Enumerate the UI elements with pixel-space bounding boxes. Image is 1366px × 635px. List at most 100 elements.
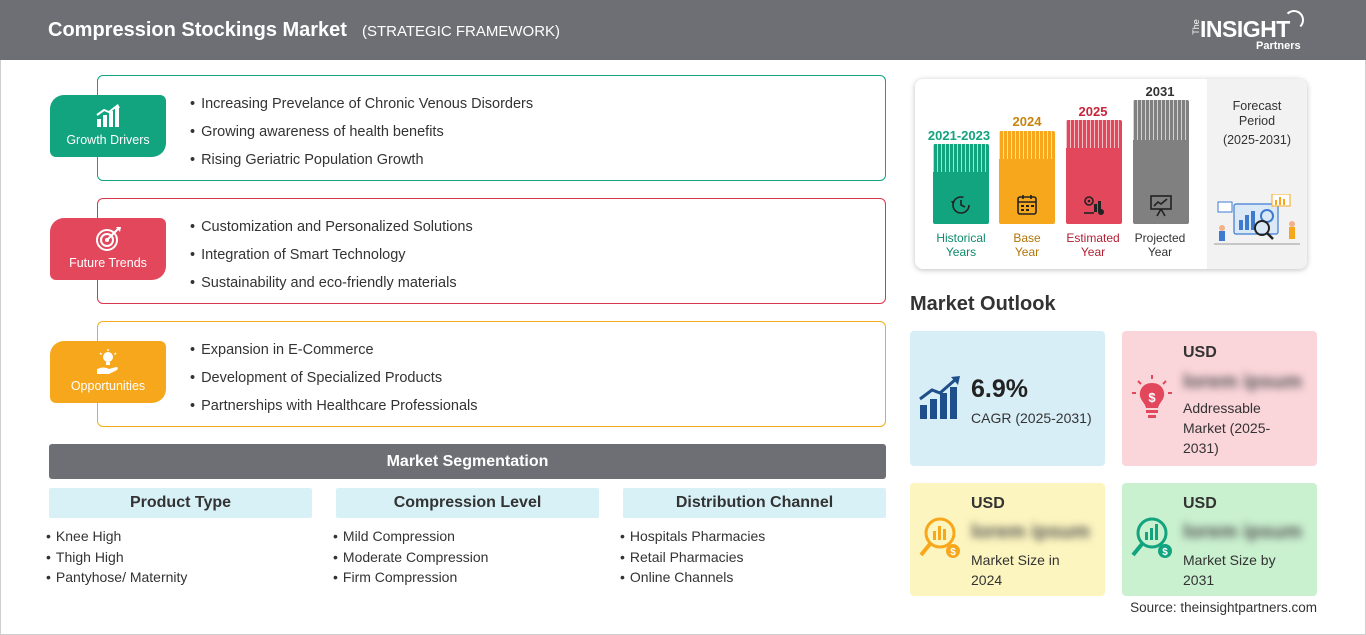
timeline-year-estimated: 2025 [1078, 104, 1108, 119]
timeline-label-estimated: Estimated Year [1053, 231, 1133, 259]
addressable-market-value-blurred: lorem ipsum [1183, 371, 1302, 393]
label-line: 2031 [1183, 572, 1215, 588]
addressable-market-currency: USD [1183, 344, 1217, 361]
segment-title: Distribution Channel [623, 488, 886, 518]
bar-chart-growth-icon [96, 104, 120, 127]
forecast-period-range: (2025-2031) [1222, 133, 1292, 147]
label-line: Market (2025- [1183, 420, 1271, 436]
addressable-market-label: Addressable Market (2025- 2031) [1183, 398, 1270, 458]
analytics-dashboard-illustration-icon [1214, 194, 1300, 245]
list-item: Thigh High [46, 547, 312, 568]
label-line: Estimated [1066, 231, 1120, 245]
timeline-label-base: Base Year [987, 231, 1067, 259]
cagr-value: 6.9% [971, 375, 1028, 403]
opportunities-label: Opportunities [70, 379, 146, 393]
bar-stripes [933, 144, 989, 172]
market-size-2024-label: Market Size in 2024 [971, 550, 1060, 590]
list-item: Development of Specialized Products [190, 366, 478, 394]
history-clock-icon [951, 196, 970, 214]
label-line: Year [1080, 245, 1106, 259]
logo-arc-icon [1284, 10, 1304, 30]
label-line: Historical [936, 231, 986, 245]
timeline-year-projected: 2031 [1145, 84, 1175, 99]
cagr-card: 6.9% CAGR (2025-2031) [910, 331, 1105, 466]
list-item: Partnerships with Healthcare Professiona… [190, 394, 477, 422]
label-line: 2031) [1183, 440, 1219, 456]
insight-partners-logo[interactable]: The INSIGHT Partners [1188, 10, 1318, 54]
market-outlook-title: Market Outlook [910, 293, 1056, 315]
calendar-icon [1017, 195, 1037, 215]
market-size-2024-value-blurred: lorem ipsum [971, 521, 1090, 543]
opportunities-box: Expansion in E-Commerce Development of S… [97, 321, 886, 427]
timeline-bar-base [999, 131, 1055, 224]
lightbulb-dollar-icon: $ [1132, 375, 1172, 418]
page-subtitle: (STRATEGIC FRAMEWORK) [362, 23, 561, 40]
svg-text:$: $ [950, 547, 956, 558]
list-item: Sustainability and eco-friendly material… [190, 271, 473, 299]
label-line: Years [945, 245, 977, 259]
addressable-market-card: $ USD lorem ipsum Addressable Market (20… [1122, 331, 1317, 466]
opportunities-badge: Opportunities [50, 341, 166, 403]
list-item: Rising Geriatric Population Growth [190, 148, 533, 176]
timeline-bar-projected [1133, 100, 1189, 224]
growth-drivers-badge: Growth Drivers [50, 95, 166, 157]
growth-drivers-box: Increasing Prevelance of Chronic Venous … [97, 75, 886, 181]
market-size-2024-card: $ USD lorem ipsum Market Size in 2024 [910, 483, 1105, 596]
future-trends-badge: Future Trends [50, 218, 166, 280]
bar-stripes [999, 131, 1055, 159]
timeline-label-historical: Historical Years [921, 231, 1001, 259]
list-item: Mild Compression [333, 526, 599, 547]
segment-title: Compression Level [336, 488, 599, 518]
list-item: Knee High [46, 526, 312, 547]
list-item: Online Channels [620, 567, 886, 588]
timeline-bar-historical [933, 144, 989, 224]
bar-stripes [1066, 120, 1122, 148]
bar-stripes [1133, 100, 1189, 140]
timeline-bar-estimated [1066, 120, 1122, 224]
forecast-period-panel: Forecast Period (2025-2031) [1207, 79, 1307, 269]
market-size-2031-card: $ USD lorem ipsum Market Size by 2031 [1122, 483, 1317, 596]
label-line: 2024 [971, 572, 1003, 588]
label-line: Year [1147, 245, 1173, 259]
forecast-period-title: Forecast Period [1207, 99, 1307, 129]
page-title: Compression Stockings Market [48, 19, 347, 41]
list-item: Pantyhose/ Maternity [46, 567, 312, 588]
opportunities-list: Expansion in E-Commerce Development of S… [190, 338, 478, 422]
gear-chart-icon [1084, 196, 1104, 215]
logo-insight-text: INSIGHT [1200, 16, 1290, 42]
future-trends-box: Customization and Personalized Solutions… [97, 198, 886, 304]
svg-text:$: $ [1162, 547, 1168, 558]
magnifier-growth-icon: $ [1131, 517, 1172, 558]
timeline-label-projected: Projected Year [1120, 231, 1200, 259]
market-size-2031-currency: USD [1183, 495, 1217, 512]
future-trends-label: Future Trends [69, 256, 147, 270]
timeline-card: 2021-2023 Historical Years 2024 Base Yea… [915, 79, 1307, 269]
market-size-2031-label: Market Size by 2031 [1183, 550, 1276, 590]
magnifier-dollar-chart-icon: $ [919, 517, 960, 558]
list-item: Customization and Personalized Solutions [190, 215, 473, 243]
future-trends-list: Customization and Personalized Solutions… [190, 215, 473, 299]
list-item: Increasing Prevelance of Chronic Venous … [190, 92, 533, 120]
market-size-2024-currency: USD [971, 495, 1005, 512]
segment-title: Product Type [49, 488, 312, 518]
header-bar: Compression Stockings Market (STRATEGIC … [0, 0, 1366, 60]
segment-product-type: Product Type Knee High Thigh High Pantyh… [49, 488, 312, 588]
growth-chart-icon [919, 376, 960, 419]
list-item: Retail Pharmacies [620, 547, 886, 568]
timeline-year-base: 2024 [1012, 114, 1042, 129]
cagr-label: CAGR (2025-2031) [971, 410, 1092, 426]
label-line: Market Size by [1183, 552, 1276, 568]
source-credit: Source: theinsightpartners.com [1130, 600, 1317, 615]
list-item: Hospitals Pharmacies [620, 526, 886, 547]
label-line: Projected [1134, 231, 1186, 245]
timeline-year-historical: 2021-2023 [927, 128, 991, 143]
presentation-board-icon [1150, 195, 1172, 217]
growth-drivers-label: Growth Drivers [66, 133, 150, 147]
label-line: Market Size in [971, 552, 1060, 568]
lightbulb-hand-icon [97, 349, 118, 374]
growth-drivers-list: Increasing Prevelance of Chronic Venous … [190, 92, 533, 176]
list-item: Integration of Smart Technology [190, 243, 473, 271]
forecast-title-line: Period [1238, 114, 1276, 128]
segment-list: Hospitals Pharmacies Retail Pharmacies O… [620, 526, 886, 588]
list-item: Growing awareness of health benefits [190, 120, 533, 148]
